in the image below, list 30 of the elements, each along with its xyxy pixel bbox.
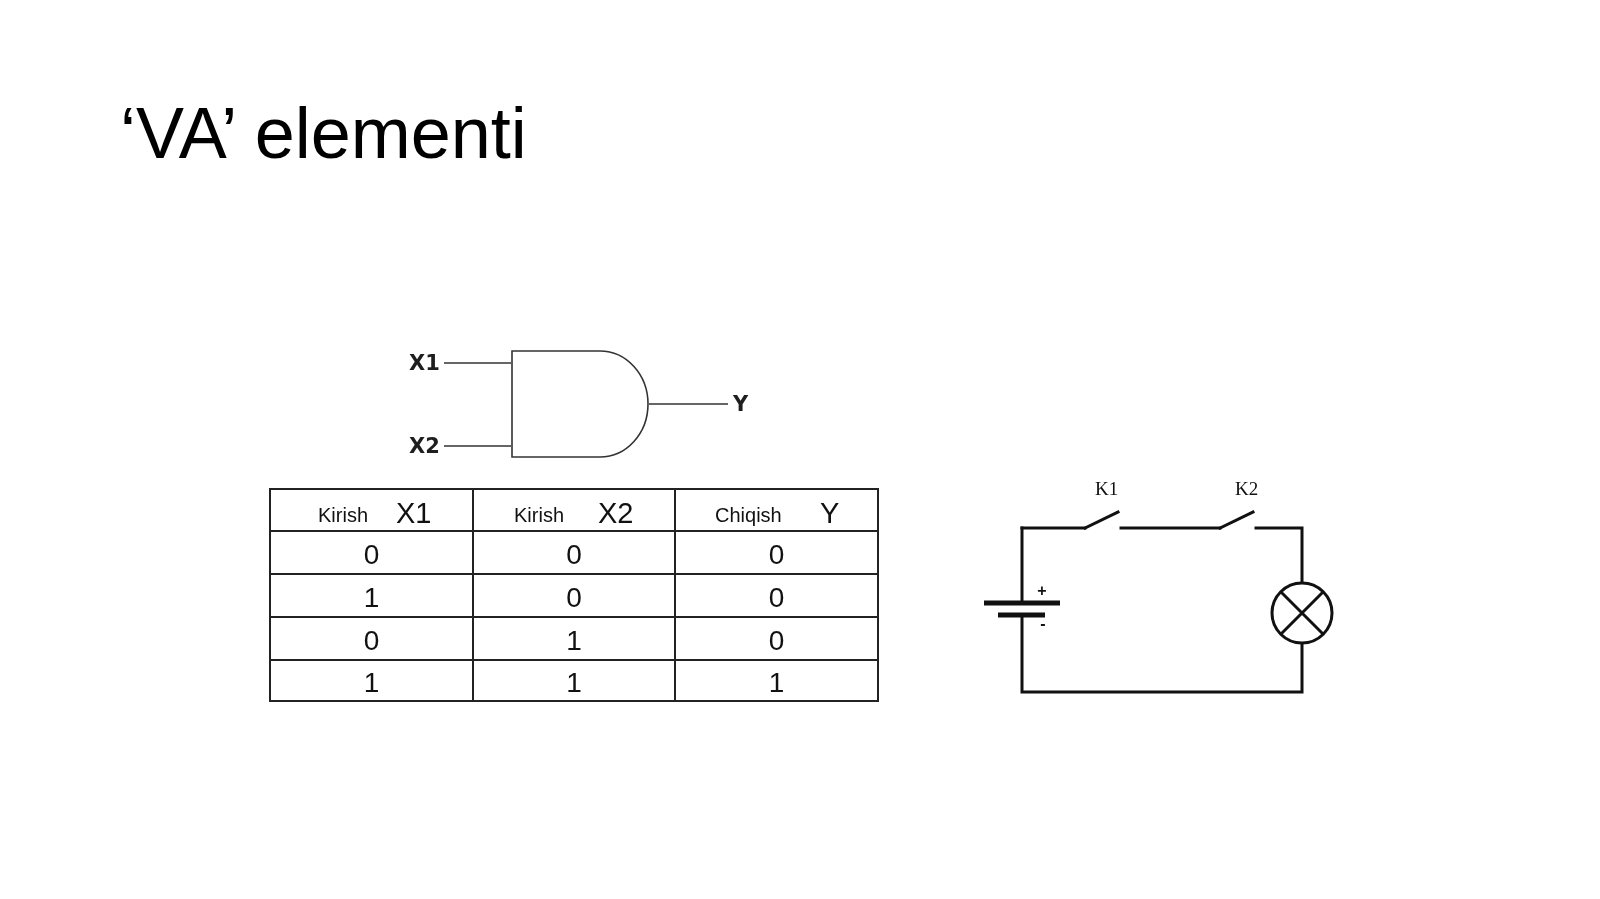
switch-label: K1 bbox=[1095, 479, 1119, 499]
variable-name: Y bbox=[820, 499, 840, 528]
column-heading: Kirish bbox=[514, 505, 564, 525]
truth-value: 1 bbox=[363, 668, 380, 697]
truth-value: 0 bbox=[363, 626, 380, 655]
signal-line bbox=[648, 403, 729, 405]
variable-name: X1 bbox=[396, 499, 432, 528]
slide-title: ‘VA’ elementi bbox=[120, 97, 527, 169]
and-gate-symbol bbox=[511, 350, 649, 458]
truth-value: 0 bbox=[768, 540, 785, 569]
truth-value: 0 bbox=[768, 583, 785, 612]
truth-value: 0 bbox=[768, 626, 785, 655]
signal-line bbox=[443, 445, 512, 447]
truth-value: 0 bbox=[566, 583, 582, 612]
output-label: Y bbox=[728, 392, 749, 416]
truth-value: 1 bbox=[363, 583, 380, 612]
truth-value: 1 bbox=[566, 668, 582, 697]
input-label: X1 bbox=[409, 351, 444, 375]
truth-value: 1 bbox=[566, 626, 582, 655]
column-heading: Chiqish bbox=[715, 505, 782, 525]
truth-value: 0 bbox=[566, 540, 582, 569]
truth-value: 1 bbox=[768, 668, 785, 697]
polarity-sign: - bbox=[1040, 618, 1046, 630]
truth-value: 0 bbox=[363, 540, 380, 569]
polarity-sign: + bbox=[1037, 585, 1047, 597]
column-heading: Kirish bbox=[318, 505, 368, 525]
signal-line bbox=[443, 362, 512, 364]
input-label: X2 bbox=[409, 434, 444, 458]
variable-name: X2 bbox=[598, 499, 634, 528]
switch-label: K2 bbox=[1235, 479, 1259, 499]
